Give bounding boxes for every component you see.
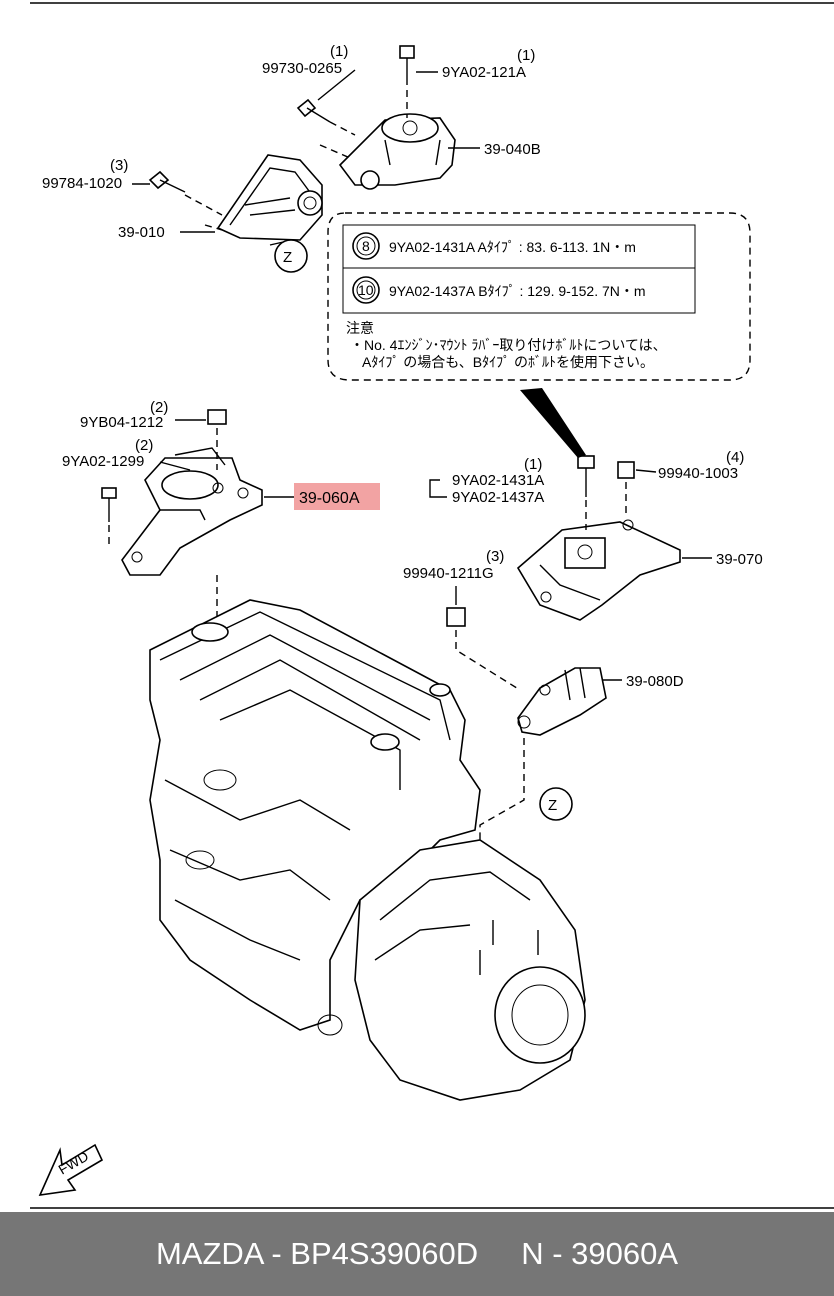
label-99730-0265: 99730-0265: [262, 60, 342, 77]
label-9yb04-1212: 9YB04-1212: [80, 414, 163, 431]
qty-99784-1020: (3): [110, 157, 128, 174]
parts-diagram: (1) 99730-0265 (1) 9YA02-121A 39-040B (3…: [30, 2, 834, 1209]
qty-9ya02-1431a: (1): [524, 456, 542, 473]
note-row2-text: 9YA02-1437A Bﾀｲﾌﾟ : 129. 9-152. 7N・m: [389, 283, 646, 299]
note-row2-circle: 10: [358, 282, 374, 298]
qty-9ya02-121a: (1): [517, 47, 535, 64]
nut-99940-1211g: [446, 607, 466, 627]
note-row1-text: 9YA02-1431A Aﾀｲﾌﾟ : 83. 6-113. 1N・m: [389, 239, 636, 255]
note-line1: ・No. 4ｴﾝｼﾞﾝ･ﾏｳﾝﾄ ﾗﾊﾞｰ取り付けﾎﾞﾙﾄについては、: [350, 337, 667, 353]
nut-99940-1003: [617, 461, 635, 479]
qty-99940-1211g: (3): [486, 548, 504, 565]
label-9ya02-1299: 9YA02-1299: [62, 453, 144, 470]
label-39-060a: 39-060A: [299, 490, 360, 507]
qty-9yb04-1212: (2): [150, 399, 168, 416]
qty-99730-0265: (1): [330, 43, 348, 60]
engine-assembly: [149, 599, 586, 1101]
fwd-arrow: [38, 1143, 104, 1196]
bracket-39-080d: [517, 667, 607, 736]
bracket-39-010: [216, 154, 323, 241]
nut-9yb04-1212: [207, 409, 227, 425]
note-row1-circle: 8: [362, 238, 370, 254]
label-39-070: 39-070: [716, 551, 763, 568]
bolt-9ya02-121a: [399, 45, 415, 85]
bolt-9ya02-1299: [101, 487, 117, 522]
bolt-99730-0265: [296, 98, 331, 123]
label-9ya02-1437a: 9YA02-1437A: [452, 489, 544, 506]
label-9ya02-1431a: 9YA02-1431A: [452, 472, 544, 489]
bolt-9ya02-1431a: [577, 455, 595, 497]
qty-99940-1003: (4): [726, 449, 744, 466]
mount-39-070: [516, 519, 681, 621]
label-39-010: 39-010: [118, 224, 165, 241]
label-99940-1211g: 99940-1211G: [403, 565, 494, 582]
mount-39-040b: [338, 113, 456, 190]
label-99940-1003: 99940-1003: [658, 465, 738, 482]
bolt-99784-1020: [148, 170, 186, 193]
label-99784-1020: 99784-1020: [42, 175, 122, 192]
highlight-39-060a: [294, 483, 380, 510]
z-label-top: Z: [283, 249, 292, 266]
footer-caption: MAZDA - BP4S39060D N - 39060A: [0, 1212, 834, 1296]
mount-39-060a: [121, 447, 263, 576]
label-39-040b: 39-040B: [484, 141, 541, 158]
qty-9ya02-1299: (2): [135, 437, 153, 454]
note-line2: Aﾀｲﾌﾟ の場合も、Bﾀｲﾌﾟ のﾎﾞﾙﾄを使用下さい。: [362, 354, 654, 370]
z-circle-bottom: [539, 787, 573, 821]
label-39-080d: 39-080D: [626, 673, 684, 690]
z-label-bottom: Z: [548, 797, 557, 814]
note-title: 注意: [346, 320, 374, 336]
note-box: [327, 212, 751, 381]
z-circle-top: [274, 239, 308, 273]
label-9ya02-121a: 9YA02-121A: [442, 64, 526, 81]
